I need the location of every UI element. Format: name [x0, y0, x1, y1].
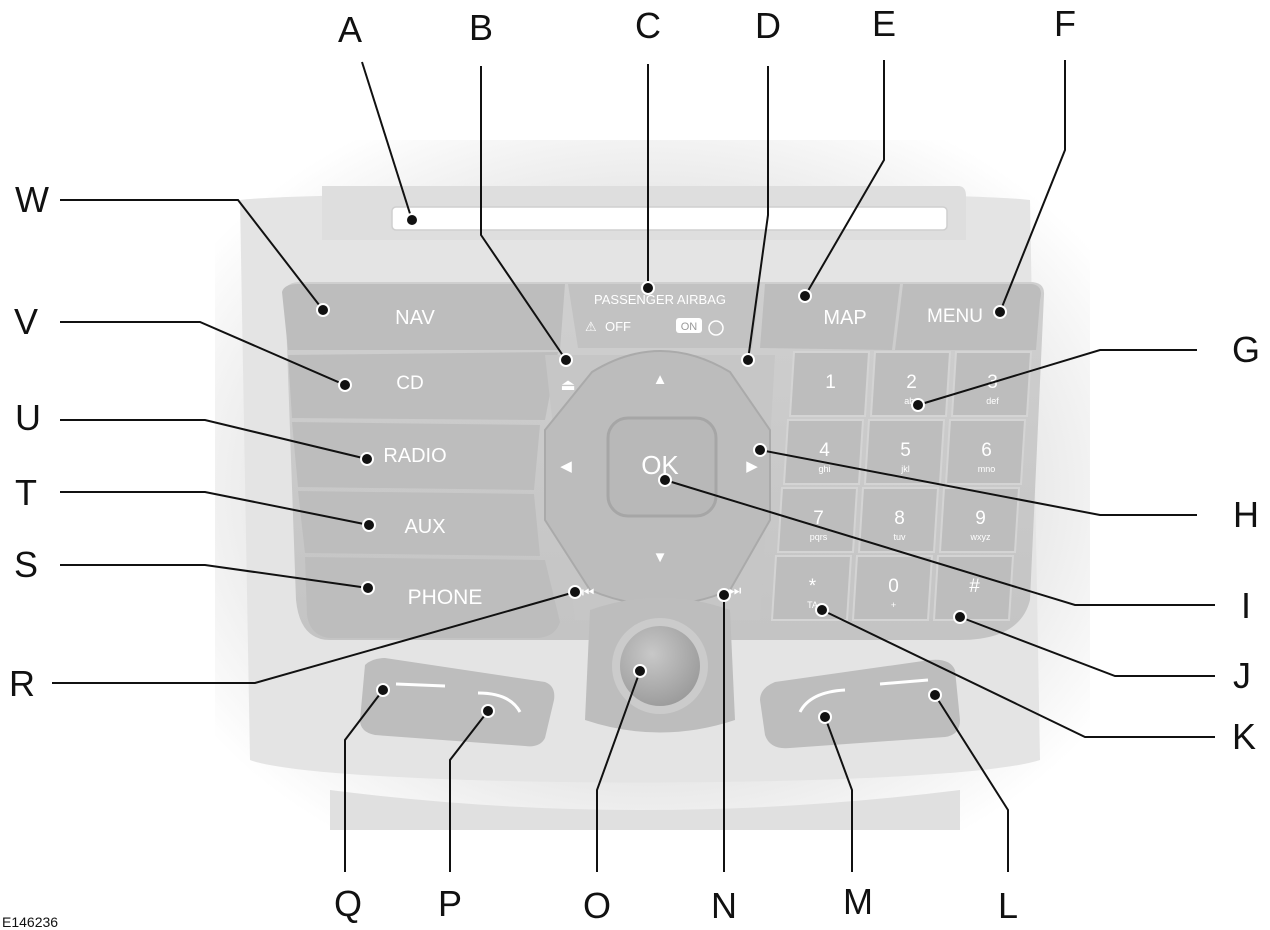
airbag-off-label: OFF: [605, 319, 631, 334]
dot-r: [569, 586, 581, 598]
keypad-letters: tuv: [893, 532, 906, 542]
cd-button-label: CD: [396, 373, 423, 394]
callout-s: S: [14, 544, 38, 585]
keypad-digit: 1: [825, 372, 836, 393]
dot-c: [642, 282, 654, 294]
dot-v: [339, 379, 351, 391]
seek-back-icon: ⏮: [582, 584, 595, 600]
dot-f: [994, 306, 1006, 318]
callout-n: N: [711, 885, 737, 926]
figure-code: E146236: [2, 914, 58, 930]
keypad-digit: 5: [900, 440, 911, 461]
airbag-on-label: ON: [681, 321, 698, 333]
callout-w: W: [15, 179, 49, 220]
callout-f: F: [1054, 3, 1076, 44]
left-button-column: NAV CD RADIO AUX PHONE: [282, 284, 565, 638]
keypad-digit: 0: [888, 576, 899, 597]
dot-b: [560, 354, 572, 366]
callout-i: I: [1241, 585, 1251, 626]
dot-n: [718, 589, 730, 601]
dot-a: [406, 214, 418, 226]
keypad-digit: #: [969, 576, 980, 597]
dot-m: [819, 711, 831, 723]
nav-button-label: NAV: [395, 307, 435, 329]
aux-button-label: AUX: [404, 516, 445, 538]
cd-slot-housing: [322, 186, 966, 240]
keypad-letters: wxyz: [970, 532, 991, 542]
dot-q: [377, 684, 389, 696]
callout-t: T: [15, 472, 37, 513]
dot-k: [816, 604, 828, 616]
dot-d: [742, 354, 754, 366]
dot-g: [912, 399, 924, 411]
callout-v: V: [14, 301, 38, 342]
callout-r: R: [9, 663, 35, 704]
callout-o: O: [583, 885, 611, 926]
map-button-label: MAP: [823, 307, 866, 329]
dot-h: [754, 444, 766, 456]
keypad-digit: 4: [819, 440, 830, 461]
eject-icon: ⏏: [560, 377, 575, 394]
volume-knob-assembly: [585, 598, 735, 733]
callout-u: U: [15, 397, 41, 438]
menu-button-label: MENU: [927, 306, 983, 327]
phone-button-label: PHONE: [408, 586, 483, 609]
callout-p: P: [438, 883, 462, 924]
keypad-letters: def: [986, 396, 999, 406]
dot-j: [954, 611, 966, 623]
keypad-letters: jkl: [900, 464, 910, 474]
callout-c: C: [635, 5, 661, 46]
callout-b: B: [469, 7, 493, 48]
keypad-letters: pqrs: [810, 532, 828, 542]
up-arrow-icon: ▲: [653, 371, 668, 388]
dot-p: [482, 705, 494, 717]
airbag-indicator: PASSENGER AIRBAG OFF ⚠ ON: [568, 284, 760, 348]
dot-t: [363, 519, 375, 531]
callout-a: A: [338, 9, 362, 50]
callout-l: L: [998, 885, 1018, 926]
keypad-letters: +: [891, 600, 896, 610]
airbag-off-icon: ⚠: [585, 319, 597, 334]
dot-s: [362, 582, 374, 594]
dot-o: [634, 665, 646, 677]
callout-g: G: [1232, 329, 1260, 370]
airbag-title: PASSENGER AIRBAG: [594, 292, 726, 307]
keypad-digit: 6: [981, 440, 992, 461]
callout-h: H: [1233, 494, 1259, 535]
left-arrow-icon: ◀: [560, 458, 572, 475]
keypad-digit: *: [809, 576, 817, 597]
right-arrow-icon: ▶: [746, 458, 758, 475]
keypad-letters: mno: [978, 464, 996, 474]
radio-button-label: RADIO: [383, 445, 446, 467]
dot-e: [799, 290, 811, 302]
callout-e: E: [872, 3, 896, 44]
dot-i: [659, 474, 671, 486]
dot-u: [361, 453, 373, 465]
callout-m: M: [843, 881, 873, 922]
dot-l: [929, 689, 941, 701]
callout-d: D: [755, 5, 781, 46]
callout-j: J: [1233, 655, 1251, 696]
callout-k: K: [1232, 716, 1256, 757]
keypad-digit: 8: [894, 508, 905, 529]
keypad-digit: 9: [975, 508, 986, 529]
keypad-digit: 2: [906, 372, 917, 393]
keypad-letters: ghi: [818, 464, 830, 474]
dot-w: [317, 304, 329, 316]
callout-q: Q: [334, 883, 362, 924]
down-arrow-icon: ▼: [653, 549, 668, 566]
